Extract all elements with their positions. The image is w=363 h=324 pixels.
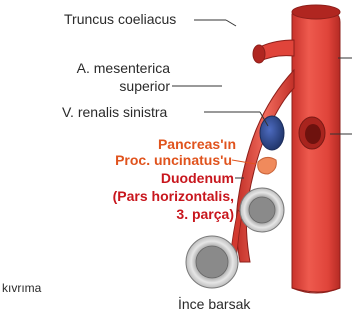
label-a-mesenterica-line1: A. mesenterica (60, 60, 170, 77)
label-kivrima: kıvrıma (2, 280, 41, 297)
label-duodenum-line3: 3. parça) (60, 206, 234, 223)
label-ince-barsak: İnce barsak (178, 296, 250, 313)
duodenum-cross-section (240, 188, 284, 232)
leader-truncus-end (226, 20, 236, 26)
label-pancreas-line1: Pancreas'ın (60, 136, 236, 153)
aorta (292, 5, 340, 293)
v-renalis-sinistra-vessel (260, 116, 284, 150)
label-a-mesenterica-line2: superior (60, 78, 170, 95)
label-duodenum-line1: Duodenum (60, 170, 234, 187)
pancreas-uncinate-process (258, 157, 277, 174)
label-pancreas-line2: Proc. uncinatus'u (30, 152, 232, 169)
renal-artery-opening (299, 117, 325, 149)
label-truncus-coeliacus: Truncus coeliacus (64, 11, 176, 28)
truncus-coeliacus-vessel (253, 40, 294, 63)
label-duodenum-line2: (Pars horizontalis, (40, 188, 234, 205)
ince-barsak-cross-section (186, 236, 238, 288)
label-v-renalis-sinistra: V. renalis sinistra (62, 104, 167, 121)
